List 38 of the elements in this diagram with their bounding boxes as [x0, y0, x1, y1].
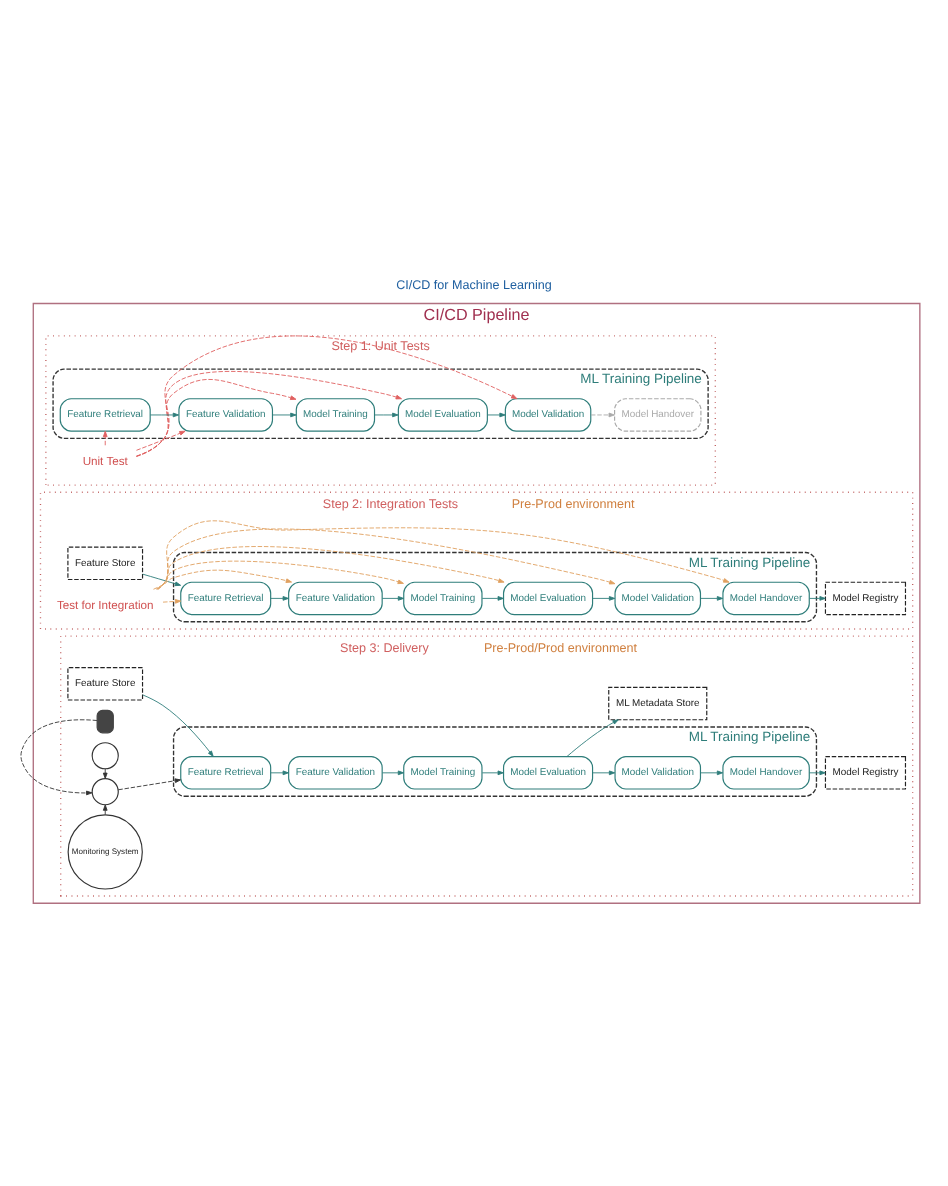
arrow	[381, 770, 405, 776]
arrow	[142, 694, 214, 757]
arrow	[270, 770, 289, 776]
arrow	[136, 430, 186, 451]
arrow	[155, 560, 404, 590]
arrow	[566, 719, 619, 757]
arrow	[481, 770, 504, 776]
arrow	[381, 596, 405, 601]
arrow	[590, 412, 615, 418]
arrow	[102, 768, 108, 779]
arrow	[142, 573, 182, 587]
node-person	[96, 709, 114, 734]
arrow	[135, 370, 402, 457]
arrow	[270, 596, 289, 601]
arrow	[700, 770, 724, 776]
arrow	[809, 770, 826, 776]
arrow	[117, 778, 181, 791]
arrow	[157, 528, 616, 590]
arrow	[156, 546, 505, 590]
arrow	[272, 412, 297, 418]
arrow	[487, 412, 506, 418]
arrow	[809, 596, 826, 601]
arrow	[700, 596, 724, 601]
node-circle	[91, 742, 119, 770]
arrow	[374, 412, 399, 418]
arrow	[592, 770, 616, 776]
arrow	[102, 430, 108, 446]
node-circle	[91, 778, 119, 806]
arrow	[136, 379, 297, 457]
arrow	[157, 520, 730, 590]
arrow	[162, 599, 182, 604]
arrow	[481, 596, 504, 601]
arrow	[136, 335, 518, 457]
arrow	[153, 569, 292, 590]
arrow	[20, 719, 98, 796]
arrow	[149, 412, 180, 418]
arrow	[102, 804, 108, 815]
arrow	[592, 596, 616, 601]
